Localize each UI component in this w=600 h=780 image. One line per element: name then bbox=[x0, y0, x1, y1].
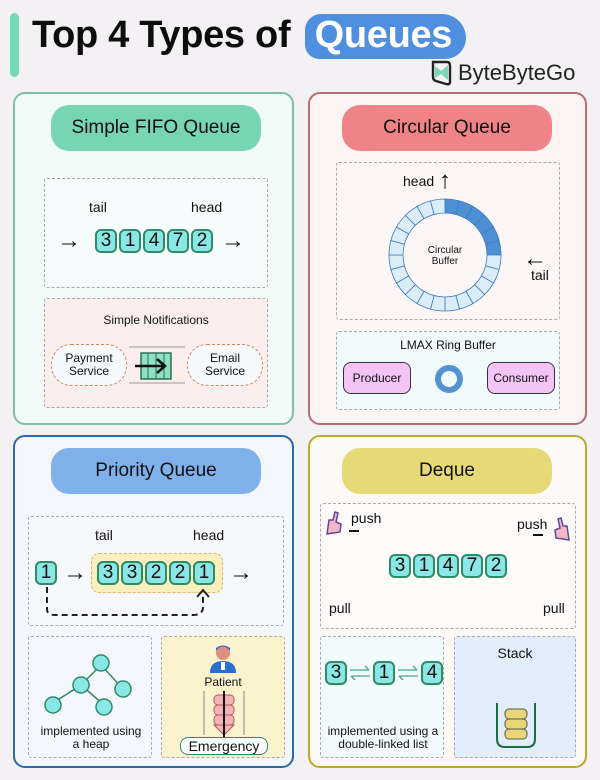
heap-tree-icon bbox=[44, 654, 132, 716]
queue-cell: 7 bbox=[167, 229, 189, 253]
incoming-item: 1 bbox=[35, 561, 57, 585]
consumer-label: Consumer bbox=[493, 371, 549, 385]
queue-cell: 2 bbox=[191, 229, 213, 253]
payment-service-node: Payment Service bbox=[51, 344, 127, 386]
panel-circular-queue: Circular Queue head ↑ Circular Buffer ← … bbox=[308, 92, 587, 425]
push-right-marker bbox=[533, 534, 543, 536]
bidirectional-link-icon bbox=[350, 665, 370, 681]
pull-right-label: pull bbox=[543, 600, 565, 616]
producer-label: Producer bbox=[352, 371, 402, 385]
bidirectional-link-icon bbox=[398, 665, 418, 681]
title-highlight: Queues bbox=[304, 14, 467, 59]
circular-diagram: head ↑ Circular Buffer ← tail bbox=[336, 162, 560, 320]
priority-dequeue-arrow: → bbox=[229, 559, 253, 586]
queue-cell: 1 bbox=[413, 554, 435, 578]
push-left-label: push bbox=[351, 510, 382, 526]
fifo-head-label: head bbox=[191, 199, 223, 215]
queue-cell: 7 bbox=[461, 554, 483, 578]
emergency-box: Patient Emergency bbox=[161, 636, 285, 758]
priority-enqueue-arrow: → bbox=[63, 559, 87, 586]
insertion-path-arrow bbox=[46, 587, 210, 616]
queue-cell: 2 bbox=[485, 554, 507, 578]
producer-node: Producer bbox=[343, 362, 411, 394]
tail-left-arrow-icon: ← bbox=[523, 245, 547, 272]
title-accent-bar bbox=[10, 13, 19, 77]
push-right-label: push bbox=[517, 516, 548, 532]
fifo-enqueue-arrow: → bbox=[57, 227, 81, 254]
priority-header: Priority Queue bbox=[51, 448, 261, 494]
queue-cell: 4 bbox=[143, 229, 165, 253]
ring-buffer-icon bbox=[435, 365, 463, 393]
page-title: Top 4 Types of Queues bbox=[32, 14, 467, 59]
queue-cell: 1 bbox=[193, 561, 215, 585]
linked-list-caption: implemented using a double-linked list bbox=[327, 724, 439, 751]
queue-cell: 2 bbox=[169, 561, 191, 585]
circular-buffer-ring bbox=[388, 198, 502, 312]
linked-list-node: 4 bbox=[421, 661, 443, 685]
circular-tail-label: tail bbox=[531, 267, 549, 283]
heap-box: implemented using a heap bbox=[28, 636, 152, 758]
fifo-dequeue-arrow: → bbox=[221, 227, 245, 254]
emergency-label: Emergency bbox=[188, 738, 260, 754]
queue-cell: 2 bbox=[145, 561, 167, 585]
queue-cell: 1 bbox=[119, 229, 141, 253]
stack-title: Stack bbox=[497, 645, 533, 661]
brand-logo: ByteByteGo bbox=[430, 60, 575, 86]
circular-example: LMAX Ring Buffer Producer Consumer bbox=[336, 331, 560, 410]
stack-icon bbox=[496, 703, 536, 748]
email-service-node: Email Service bbox=[187, 344, 263, 386]
heap-caption: implemented using a heap bbox=[40, 724, 142, 751]
priority-head-label: head bbox=[193, 527, 225, 543]
push-right-hand-icon bbox=[554, 517, 570, 541]
queue-cell: 3 bbox=[389, 554, 411, 578]
head-up-arrow-icon: ↑ bbox=[439, 167, 451, 194]
circular-center-label: Circular Buffer bbox=[427, 245, 463, 267]
payment-service-label: Payment Service bbox=[65, 351, 113, 378]
stack-box: Stack bbox=[454, 636, 576, 758]
fifo-example-title: Simple Notifications bbox=[103, 313, 209, 327]
linked-list-nodes: 3 1 4 bbox=[325, 661, 443, 685]
bytebytego-logo-icon bbox=[431, 60, 452, 86]
circular-head-label: head bbox=[403, 173, 435, 189]
pull-left-label: pull bbox=[329, 600, 351, 616]
brand-name: ByteByteGo bbox=[458, 60, 576, 85]
deque-header: Deque bbox=[342, 448, 552, 494]
title-prefix: Top 4 Types of bbox=[32, 14, 291, 56]
linked-list-box: 3 1 4 implemented using a double-linked li… bbox=[320, 636, 444, 758]
queue-cell: 3 bbox=[121, 561, 143, 585]
message-queue-icon bbox=[129, 346, 185, 384]
fifo-header: Simple FIFO Queue bbox=[51, 105, 261, 151]
push-left-hand-icon bbox=[326, 511, 342, 535]
patient-label: Patient bbox=[204, 675, 242, 689]
priority-line-icon bbox=[203, 691, 245, 737]
consumer-node: Consumer bbox=[487, 362, 555, 394]
linked-list-node: 1 bbox=[373, 661, 395, 685]
queue-cell: 3 bbox=[97, 561, 119, 585]
queue-cell: 3 bbox=[95, 229, 117, 253]
push-left-marker bbox=[349, 530, 359, 532]
email-service-label: Email Service bbox=[204, 351, 245, 378]
fifo-example: Simple Notifications Payment Service Ema… bbox=[44, 298, 268, 408]
fifo-tail-label: tail bbox=[89, 199, 107, 215]
lmax-title: LMAX Ring Buffer bbox=[400, 338, 496, 352]
patient-icon bbox=[210, 645, 236, 673]
circular-header: Circular Queue bbox=[342, 105, 552, 151]
queue-cell: 4 bbox=[437, 554, 459, 578]
priority-tail-label: tail bbox=[95, 527, 113, 543]
ring-segment-empty bbox=[430, 198, 446, 215]
linked-list-node: 3 bbox=[325, 661, 347, 685]
emergency-badge: Emergency bbox=[180, 737, 268, 755]
